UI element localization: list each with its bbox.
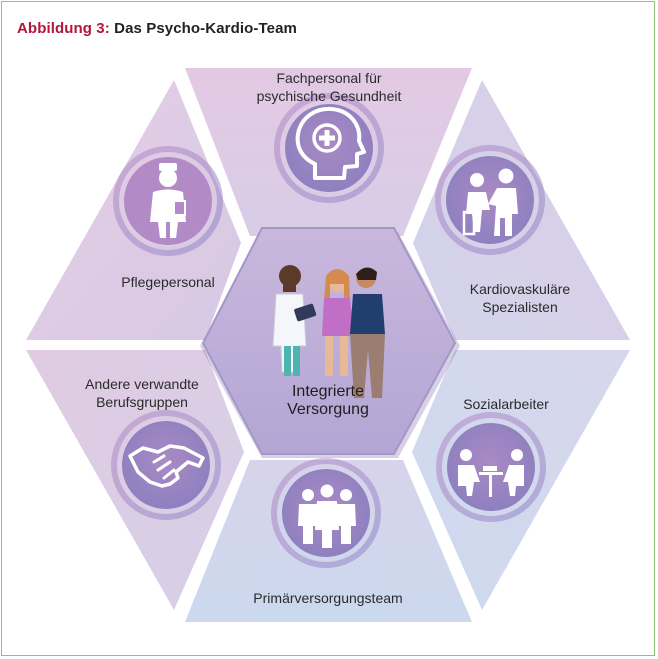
label-top-line2: psychische Gesundheit — [256, 88, 402, 104]
label-upper-right: Kardiovaskuläre Spezialisten — [440, 280, 600, 316]
figure-caption: Das Psycho-Kardio-Team — [114, 20, 297, 37]
label-lower-left-line1: Andere verwandte — [85, 376, 199, 392]
center-label-line1: Integrierte — [291, 383, 365, 400]
label-lower-left-line2: Berufsgruppen — [96, 394, 188, 410]
label-top-line1: Fachpersonal für — [276, 70, 382, 86]
figure-title: Abbildung 3: Das Psycho-Kardio-Team — [17, 20, 297, 37]
label-lower-right: Sozialarbeiter — [463, 396, 549, 412]
doctor-and-patients-illustration — [272, 265, 385, 398]
care-team-icon — [271, 458, 381, 568]
doctor-examining-patient-icon — [435, 145, 545, 255]
head-medical-cross-icon — [274, 93, 384, 203]
center-label: Integrierte Versorgung — [258, 383, 398, 419]
label-upper-right-line2: Spezialisten — [482, 299, 558, 315]
label-upper-right-line1: Kardiovaskuläre — [469, 281, 571, 297]
nurse-icon — [113, 146, 223, 256]
center-label-line2: Versorgung — [287, 401, 369, 418]
figure-number: Abbildung 3: — [17, 20, 110, 37]
label-bottom: Primärversorgungsteam — [253, 590, 403, 606]
counseling-session-icon — [436, 412, 546, 522]
label-upper-left: Pflegepersonal — [121, 274, 215, 290]
label-top: Fachpersonal für psychische Gesundheit — [229, 69, 429, 105]
handshake-icon — [111, 410, 221, 520]
label-lower-left: Andere verwandte Berufsgruppen — [57, 375, 227, 411]
